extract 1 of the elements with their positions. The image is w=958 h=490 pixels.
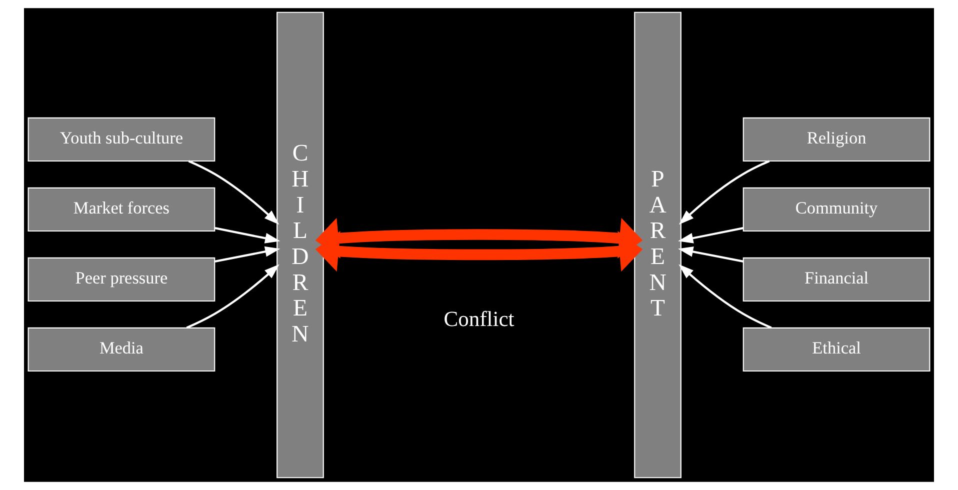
label: Conflict [444, 306, 514, 331]
